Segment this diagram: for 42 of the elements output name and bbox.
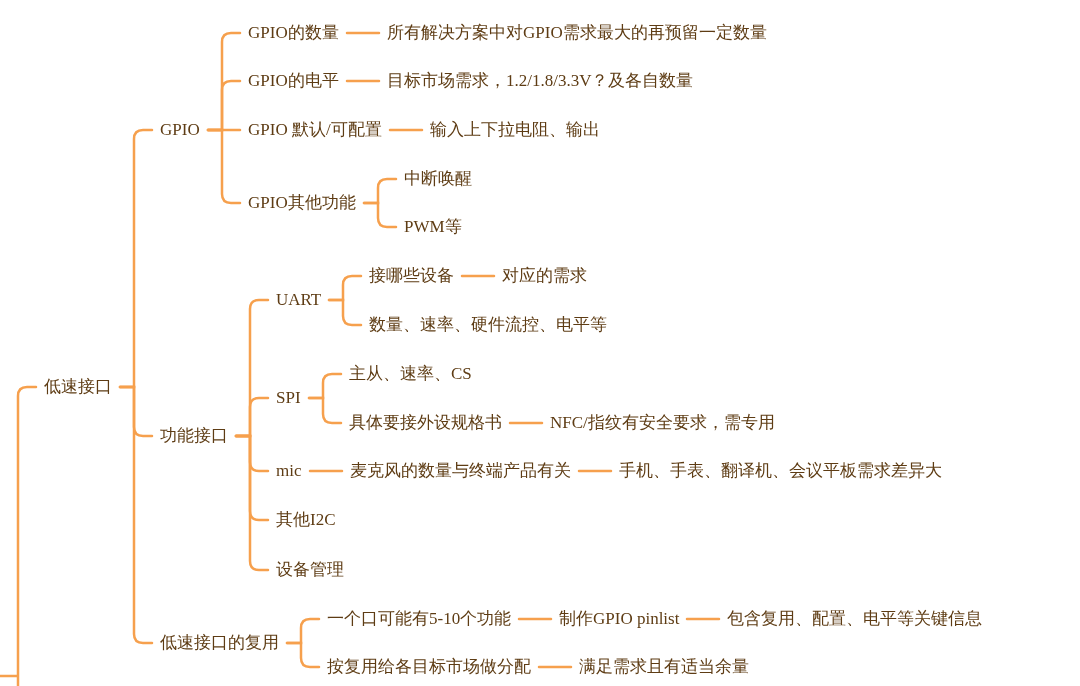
branch-line [685, 617, 721, 621]
topic-text: 按复用给各目标市场做分配 [319, 655, 539, 679]
topic-text: 制作GPIO pinlist [551, 607, 688, 631]
topic-text: GPIO的电平 [240, 69, 347, 93]
topic-text: 满足需求且有适当余量 [571, 655, 757, 679]
branch-line [0, 385, 38, 686]
topic-text: 中断唤醒 [396, 167, 480, 191]
branch-line [517, 617, 553, 621]
topic-text: NFC/指纹有安全要求，需专用 [542, 411, 783, 435]
topic-text: mic [268, 459, 310, 483]
topic-text: 目标市场需求，1.2/1.8/3.3V？及各自数量 [379, 69, 702, 93]
topic-text: GPIO的数量 [240, 21, 347, 45]
topic-text: SPI [268, 386, 309, 410]
topic-text: 具体要接外设规格书 [341, 411, 510, 435]
topic-text: 低速接口的复用 [152, 631, 287, 655]
topic-text: 麦克风的数量与终端产品有关 [342, 459, 579, 483]
topic-text: 数量、速率、硬件流控、电平等 [361, 313, 615, 337]
topic-text: 低速接口 [36, 375, 120, 399]
topic-text: 设备管理 [268, 558, 352, 582]
branch-line [577, 469, 613, 473]
topic-text: UART [268, 288, 330, 312]
topic-text: 一个口可能有5-10个功能 [319, 607, 520, 631]
branch-line [345, 31, 381, 35]
topic-text: 包含复用、配置、电平等关键信息 [719, 607, 990, 631]
topic-text: GPIO 默认/可配置 [240, 118, 390, 142]
branch-line [537, 665, 573, 669]
topic-text: GPIO [152, 118, 208, 142]
topic-text: 对应的需求 [494, 264, 595, 288]
branch-line [460, 274, 496, 278]
branch-line [508, 421, 544, 425]
topic-text: 主从、速率、CS [341, 362, 480, 386]
topic-text: GPIO其他功能 [240, 191, 364, 215]
topic-text: 所有解决方案中对GPIO需求最大的再预留一定数量 [379, 21, 775, 45]
branch-line [388, 128, 424, 132]
topic-text: 功能接口 [152, 424, 236, 448]
branch-line [345, 79, 381, 83]
topic-text: 手机、手表、翻译机、会议平板需求差异大 [611, 459, 950, 483]
topic-text: PWM等 [396, 215, 470, 239]
branch-line [308, 469, 344, 473]
topic-text: 接哪些设备 [361, 264, 462, 288]
topic-text: 输入上下拉电阻、输出 [422, 118, 608, 142]
topic-text: 其他I2C [268, 508, 344, 532]
